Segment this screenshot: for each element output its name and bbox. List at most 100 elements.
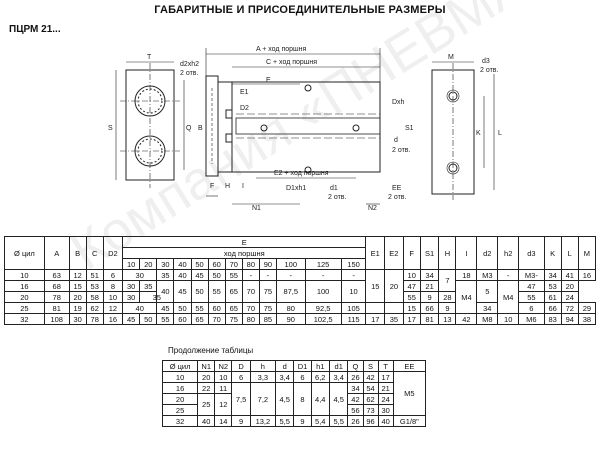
cell: 10: [4, 269, 45, 281]
table-row: 10 20 10 6 3,3 3,4 6 6,2 3,4 26 42 17 M5: [161, 371, 427, 416]
cell: 63: [43, 269, 70, 281]
cell: 17: [402, 313, 421, 325]
th-c: C: [85, 236, 104, 270]
cell: 51: [85, 269, 104, 281]
cell: [384, 302, 404, 314]
cell: 42: [362, 371, 379, 383]
cell: 10: [102, 291, 124, 303]
cell: 3,3: [249, 371, 276, 383]
cell: 65: [190, 313, 209, 325]
th-d2b: d2: [476, 236, 499, 270]
cell: -: [241, 269, 260, 281]
cell: 55: [207, 280, 226, 303]
cell: 102,5: [304, 313, 342, 325]
cell: 105: [340, 302, 367, 314]
cell: -: [497, 269, 520, 281]
dim-d2h2-holes: 2 отв.: [180, 70, 199, 77]
cell: 81: [419, 313, 440, 325]
cell: 96: [362, 415, 379, 427]
cell: 100: [304, 280, 342, 303]
cell: 20: [560, 280, 579, 292]
dim-n1: N1: [252, 205, 261, 212]
cell: 40: [173, 269, 192, 281]
cell: 26: [347, 415, 364, 427]
cell: 16: [102, 313, 124, 325]
th-a: A: [43, 236, 70, 270]
cell: 9: [438, 302, 457, 314]
dim-ee-holes: 2 отв.: [388, 194, 407, 201]
th-stroke-value: 20: [139, 258, 158, 270]
cell: 19: [68, 302, 87, 314]
th-d3: d3: [518, 236, 545, 270]
cell: 42: [455, 313, 478, 325]
th-m: M: [577, 236, 597, 270]
cell: 20: [384, 269, 404, 303]
cell: 35: [384, 313, 404, 325]
th-l: L: [560, 236, 579, 270]
cell: 21: [377, 382, 394, 394]
cell: 47: [518, 280, 545, 292]
cell: 20: [197, 371, 216, 383]
cell: 20: [4, 291, 45, 303]
cell: 3,4: [328, 371, 349, 383]
cell: 53: [543, 280, 562, 292]
cell: M4: [497, 280, 520, 314]
cell: 8: [293, 382, 312, 416]
cell: 60: [173, 313, 192, 325]
cell: 5,5: [274, 415, 295, 427]
cell: 66: [543, 302, 562, 314]
cell: 8: [102, 280, 124, 292]
th-stroke-value: 30: [156, 258, 175, 270]
cell: 7,5: [231, 382, 251, 416]
dimensions-table: Ø цил A B C D2 E E1 E2 F S1 H I d2 h2 d3…: [4, 236, 597, 325]
table-row: 32 108 30 78 16 45 50 55 60 65 70 75 80 …: [4, 313, 597, 325]
cell: 5: [476, 280, 499, 303]
cell: M6: [518, 313, 545, 325]
th2-d1small: d1: [328, 360, 349, 372]
cell: M3-: [518, 269, 545, 281]
cell: 85: [258, 313, 277, 325]
th-stroke-value: 125: [304, 258, 342, 270]
cell: 5,4: [310, 415, 330, 427]
th2-t: T: [377, 360, 394, 372]
cell: 75: [224, 313, 243, 325]
cell: 50: [190, 280, 209, 303]
th-stroke-value: 70: [224, 258, 243, 270]
th2-q: Q: [347, 360, 364, 372]
dim-d2h2: d2xh2: [180, 61, 199, 68]
cell: M5: [392, 371, 427, 416]
table-row: 20 25 12 42 62 24: [161, 393, 426, 416]
cell: 4,5: [274, 382, 295, 416]
cell: 62: [362, 393, 379, 405]
dim-a-stroke: A + ход поршня: [256, 46, 307, 53]
cell: -: [304, 269, 342, 281]
cell: 15: [365, 269, 386, 303]
dim-d2: D2: [240, 105, 249, 112]
th-stroke-value: 150: [340, 258, 367, 270]
cell: 42: [347, 393, 364, 405]
cell: 22: [197, 382, 216, 394]
cell: 108: [43, 313, 70, 325]
th-h: H: [438, 236, 457, 270]
cell: 25: [4, 302, 45, 314]
end-view-left-body: [125, 69, 175, 181]
cell: 70: [207, 313, 226, 325]
th-b: B: [68, 236, 87, 270]
dim-q: Q: [186, 125, 192, 132]
dim-k: K: [476, 130, 481, 137]
cylinder-body: [231, 81, 381, 173]
cell: 35: [139, 280, 158, 292]
dim-e2-stroke: E2 + ход поршня: [274, 170, 329, 177]
dim-l: L: [498, 130, 502, 137]
cell: 5,5: [328, 415, 349, 427]
cell: 54: [362, 382, 379, 394]
th-stroke-value: 90: [258, 258, 277, 270]
cell: 10: [497, 313, 520, 325]
cell: 56: [347, 404, 364, 416]
cell: 17: [365, 313, 386, 325]
cell: 40: [197, 415, 216, 427]
cell: 87,5: [275, 280, 306, 303]
cell: 25: [161, 404, 199, 416]
th-stroke-value: 50: [190, 258, 209, 270]
table2-caption: Продолжение таблицы: [168, 346, 254, 355]
